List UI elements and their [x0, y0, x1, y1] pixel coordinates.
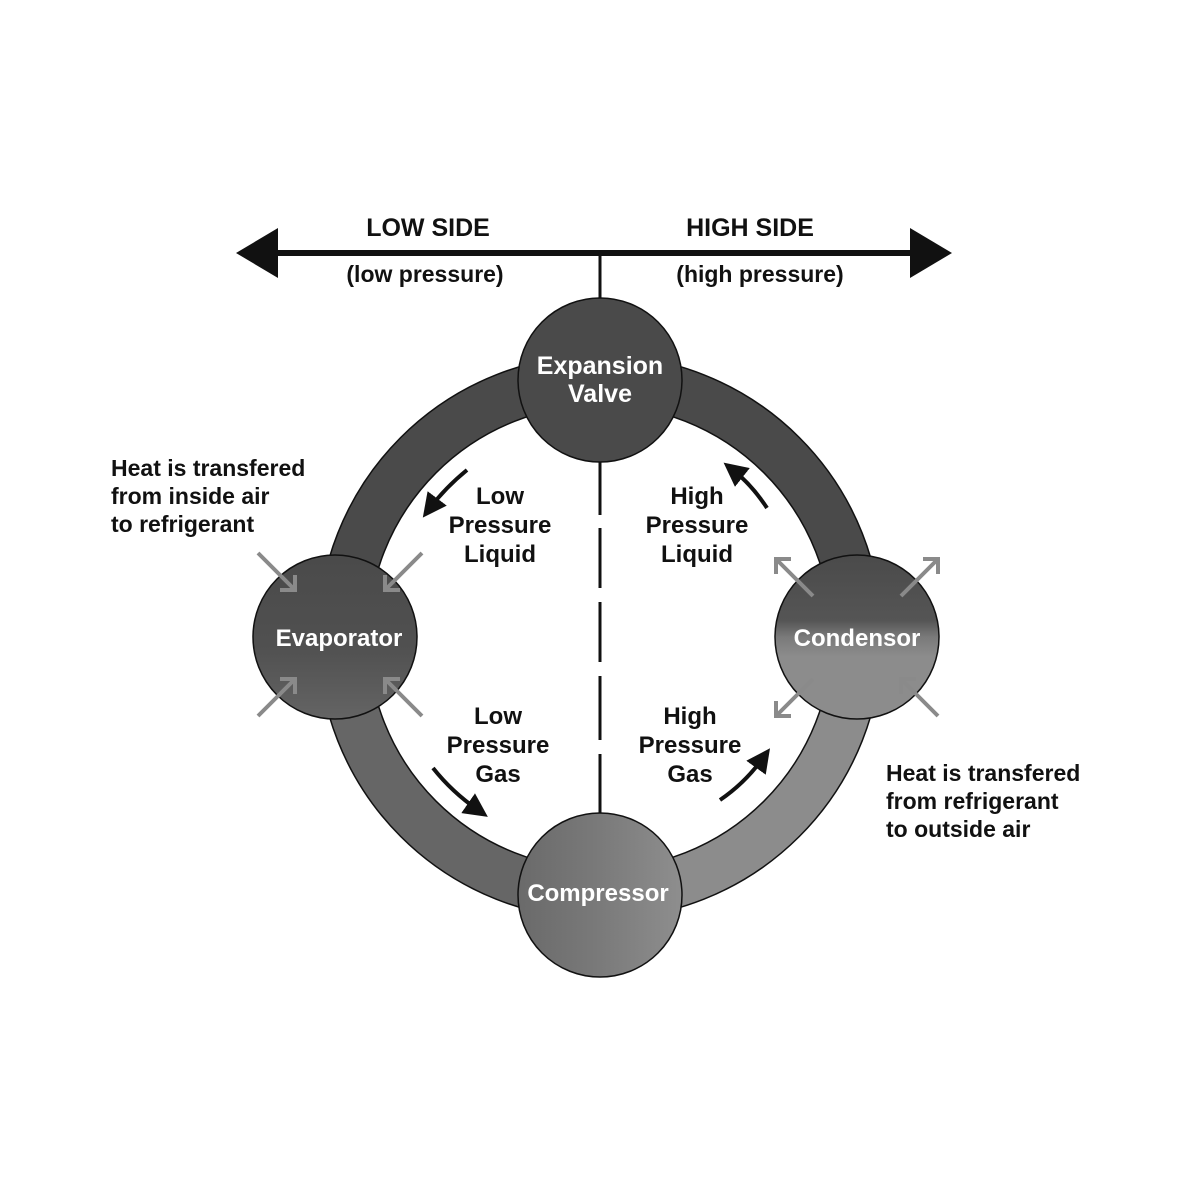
- compressor-node: Compressor: [517, 812, 683, 978]
- compressor-label: Compressor: [527, 880, 668, 907]
- heat-in-arrow-icon: [383, 677, 424, 718]
- expansion-valve-label-line1: Expansion: [537, 352, 663, 380]
- note-outside-heat-transfer: Heat is transfered from refrigerant to o…: [886, 760, 1080, 842]
- note-line: from refrigerant: [886, 788, 1059, 814]
- state-high-pressure-liquid: High Pressure Liquid: [646, 483, 749, 568]
- state-label-line: Pressure: [447, 732, 550, 759]
- expansion-valve-label-line2: Valve: [568, 380, 632, 408]
- evaporator-label: Evaporator: [276, 625, 403, 652]
- state-label-line: Low: [476, 483, 524, 510]
- state-label-line: Gas: [475, 761, 520, 788]
- note-line: from inside air: [111, 483, 270, 509]
- state-label-line: High: [663, 703, 716, 730]
- state-label-line: Gas: [667, 761, 712, 788]
- low-side-label: LOW SIDE: [366, 214, 490, 242]
- heat-in-arrow-icon: [256, 551, 297, 592]
- heat-out-arrow-icon: [774, 677, 815, 718]
- expansion-valve-node: Expansion Valve: [517, 297, 683, 463]
- condensor-node: Condensor: [774, 554, 940, 720]
- heat-in-arrow-icon: [383, 551, 424, 592]
- flow-arrow-low-gas-icon: [431, 766, 488, 817]
- condensor-label: Condensor: [794, 625, 921, 652]
- flow-arrow-low-liquid-icon: [422, 468, 469, 518]
- state-label-line: Liquid: [464, 541, 536, 568]
- note-inside-heat-transfer: Heat is transfered from inside air to re…: [111, 455, 305, 537]
- note-line: to refrigerant: [111, 511, 254, 537]
- heat-out-arrow-icon: [899, 557, 940, 598]
- state-label-line: High: [670, 483, 723, 510]
- note-line: Heat is transfered: [111, 455, 305, 481]
- state-label-line: Liquid: [661, 541, 733, 568]
- heat-in-arrow-icon: [256, 677, 297, 718]
- heat-out-arrow-icon: [774, 557, 815, 598]
- note-line: Heat is transfered: [886, 760, 1080, 786]
- flow-arrow-high-liquid-icon: [723, 462, 769, 510]
- condensor-heat-arrows: [774, 557, 940, 718]
- state-low-pressure-gas: Low Pressure Gas: [447, 703, 550, 788]
- low-pressure-label: (low pressure): [346, 261, 503, 287]
- evaporator-heat-arrows: [256, 551, 424, 718]
- right-arrowhead-icon: [910, 228, 952, 278]
- pressure-axis: [236, 228, 952, 300]
- left-arrowhead-icon: [236, 228, 278, 278]
- state-label-line: Pressure: [449, 512, 552, 539]
- state-label-line: Pressure: [639, 732, 742, 759]
- high-side-label: HIGH SIDE: [686, 214, 814, 242]
- state-high-pressure-gas: High Pressure Gas: [639, 703, 742, 788]
- flow-arrows: [422, 462, 771, 817]
- state-label-line: Low: [474, 703, 522, 730]
- heat-in-arrow-icon: [899, 677, 940, 718]
- flow-arrow-high-gas-icon: [718, 748, 771, 802]
- note-line: to outside air: [886, 816, 1030, 842]
- state-low-pressure-liquid: Low Pressure Liquid: [449, 483, 552, 568]
- high-pressure-label: (high pressure): [676, 261, 843, 287]
- state-label-line: Pressure: [646, 512, 749, 539]
